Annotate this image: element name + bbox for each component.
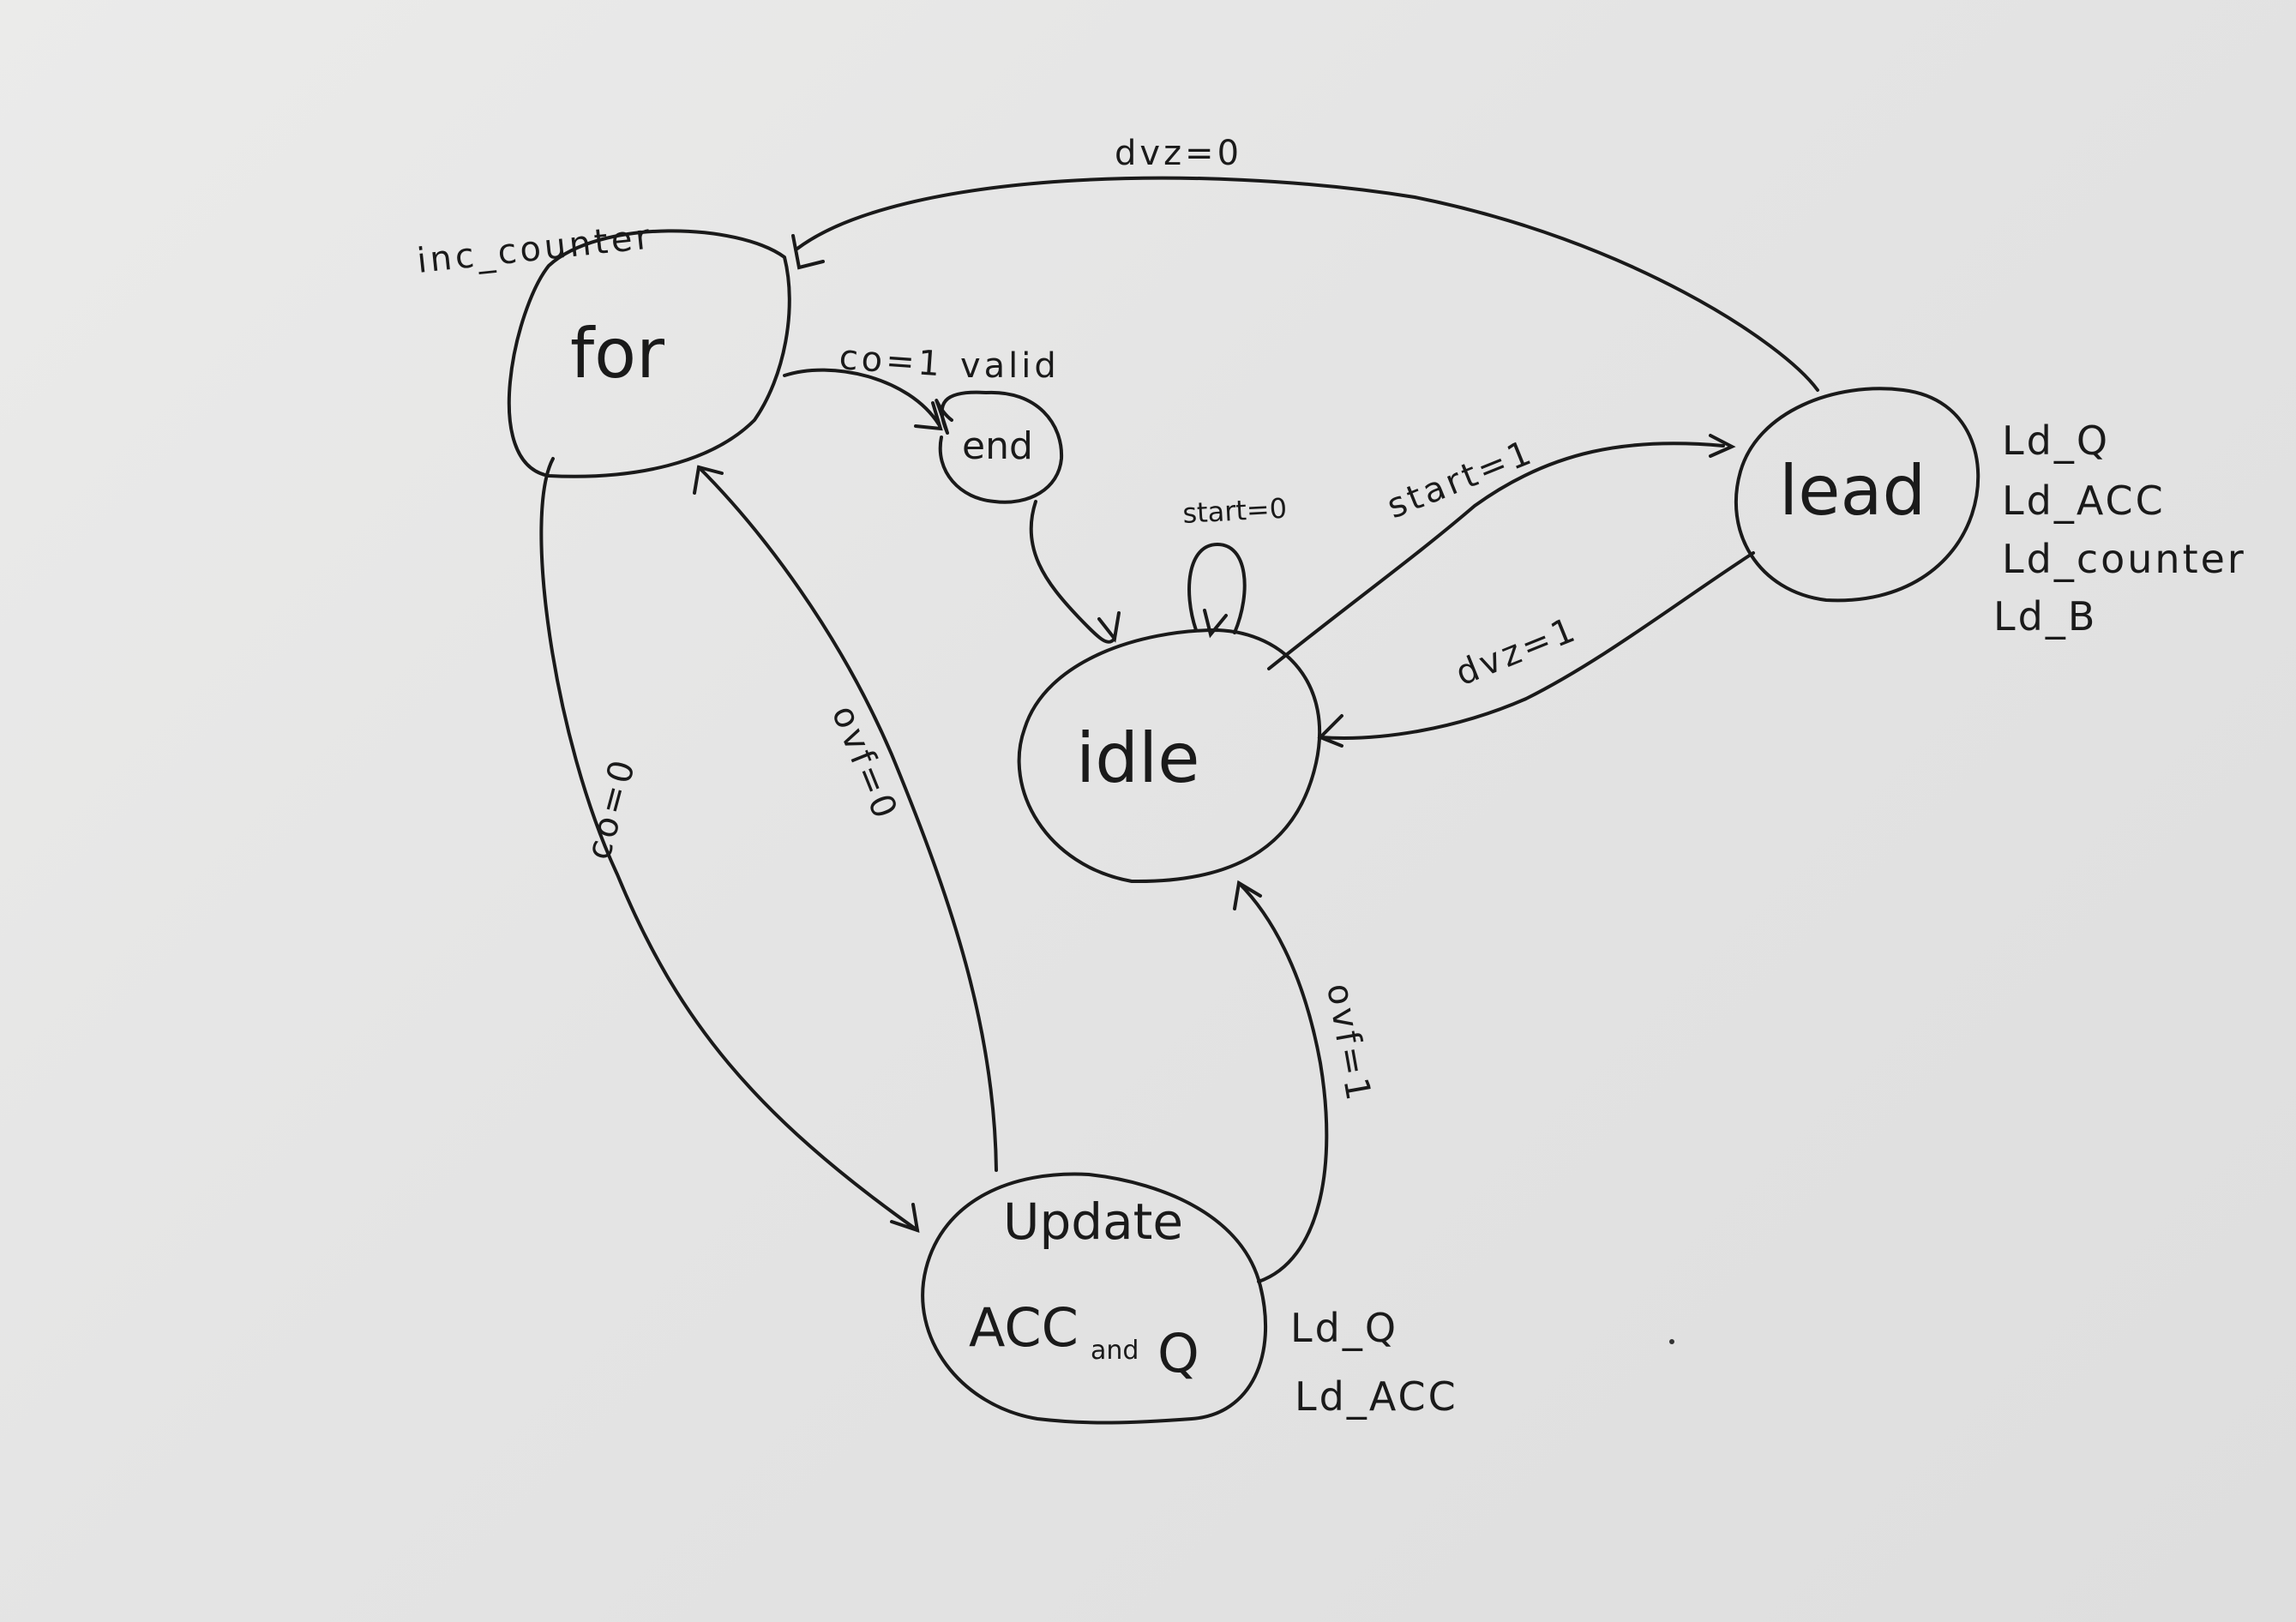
transition-load-to-idle-edge (1319, 551, 1755, 740)
state-load-circle (1734, 387, 1980, 603)
state-update-line3: and (1091, 1336, 1139, 1366)
transition-for-to-update-arrowhead (890, 1203, 920, 1233)
transition-for-to-update-label: co=0 (579, 753, 644, 863)
transition-idle-self-arrowhead (1203, 609, 1228, 639)
state-update-action-2: Ld_ACC (1295, 1373, 1458, 1420)
transition-load-to-for-edge (796, 176, 1819, 392)
state-update-line1: Update (1003, 1192, 1183, 1251)
state-load: lead Ld_Q Ld_ACC Ld_counter Ld_B (1734, 387, 2246, 640)
state-update-action-1: Ld_Q (1290, 1305, 1398, 1351)
transition-idle-to-load-edge (1267, 442, 1725, 670)
state-update-line2: ACC (969, 1296, 1079, 1359)
transition-idle-to-load-arrowhead (1709, 434, 1736, 458)
state-load-action-2: Ld_ACC (2002, 478, 2166, 524)
transition-idle-self-label: start=0 (1181, 492, 1288, 530)
state-for-action: inc_counter (415, 217, 655, 281)
state-load-label: lead (1779, 451, 1926, 531)
state-end-label: end (962, 424, 1033, 468)
paper-speck (1669, 1339, 1674, 1344)
transition-end-to-idle-arrowhead (1097, 611, 1121, 643)
state-load-action-1: Ld_Q (2002, 418, 2110, 464)
state-end-circle (935, 390, 1064, 504)
transition-load-to-idle: dvz=1 (1317, 551, 1755, 748)
transition-update-to-idle-edge (1237, 881, 1329, 1283)
transition-end-to-idle (1029, 500, 1121, 644)
transition-update-to-for-arrowhead (693, 465, 724, 495)
transition-for-to-update: co=0 (539, 457, 920, 1233)
state-idle-circle (1017, 628, 1322, 884)
state-end: end valid (935, 346, 1064, 504)
state-load-action-4: Ld_B (1993, 593, 2097, 640)
transition-for-to-end-arrowhead (914, 401, 943, 431)
transition-update-to-for: ovf=0 (693, 465, 998, 1172)
transition-for-to-end: co=1 (783, 338, 945, 431)
transition-for-to-end-edge (783, 368, 941, 426)
transition-idle-self: start=0 (1181, 492, 1288, 639)
state-for: for inc_counter (415, 217, 791, 478)
state-update: Update ACC and Q Ld_Q Ld_ACC (921, 1172, 1458, 1425)
transition-end-to-idle-edge (1029, 500, 1116, 644)
transition-load-to-idle-arrowhead (1317, 714, 1343, 748)
transition-load-to-for: dvz=0 (791, 134, 1819, 392)
transition-update-to-idle-label: ovf=1 (1319, 981, 1379, 1107)
transition-update-to-for-label: ovf=0 (824, 700, 906, 827)
state-end-note: valid (960, 346, 1060, 386)
state-for-circle (507, 229, 791, 478)
state-for-label: for (570, 314, 664, 393)
transition-update-to-idle: ovf=1 (1233, 880, 1379, 1283)
transition-update-to-idle-arrowhead (1233, 880, 1262, 910)
state-idle-label: idle (1076, 718, 1199, 798)
transition-for-to-update-edge (539, 457, 919, 1232)
transition-for-to-end-label: co=1 (838, 338, 944, 384)
state-idle: idle (1017, 628, 1322, 884)
state-update-line4: Q (1157, 1322, 1199, 1385)
state-update-circle (921, 1172, 1268, 1425)
transition-load-to-for-label: dvz=0 (1115, 134, 1242, 173)
transition-idle-to-load: start=1 (1267, 432, 1736, 670)
state-load-action-3: Ld_counter (2002, 536, 2246, 582)
transition-update-to-for-edge (697, 466, 998, 1172)
transition-load-to-idle-label: dvz=1 (1451, 610, 1584, 694)
transition-load-to-for-arrowhead (791, 234, 825, 270)
transition-idle-self-edge (1187, 543, 1247, 634)
